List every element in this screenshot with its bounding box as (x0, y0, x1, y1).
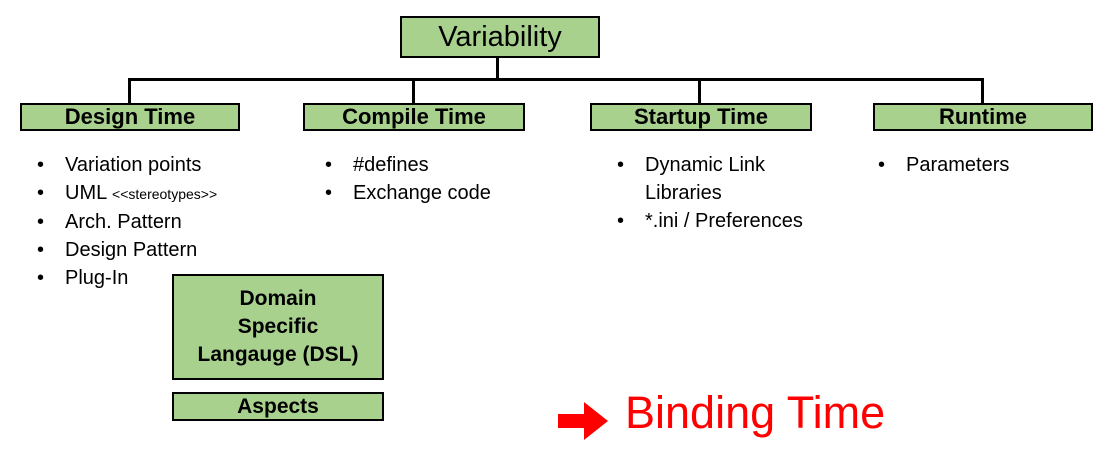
binding-time-label: Binding Time (625, 387, 886, 438)
list-item: • Parameters (871, 151, 1009, 179)
list-item-label: Exchange code (353, 182, 491, 204)
bullet-icon: • (37, 267, 45, 289)
bullet-icon: • (617, 210, 625, 232)
list-item-label: Variation points (65, 154, 202, 176)
list-item: • Exchange code (318, 179, 491, 207)
compile-time-list: • #defines • Exchange code (318, 151, 491, 207)
dsl-box: Domain Specific Langauge (DSL) (172, 274, 384, 380)
bullet-icon: • (325, 182, 333, 204)
runtime-list: • Parameters (871, 151, 1009, 179)
bullet-icon: • (37, 239, 45, 261)
compile-time-header-box: Compile Time (303, 103, 525, 131)
list-item: • *.ini / Preferences (610, 207, 835, 235)
bullet-icon: • (37, 154, 45, 176)
startup-time-list: • Dynamic Link Libraries • *.ini / Prefe… (610, 151, 835, 235)
list-item: • UML <<stereotypes>> (30, 179, 217, 208)
list-item-label: Arch. Pattern (65, 211, 182, 233)
right-arrow-icon (558, 402, 608, 440)
list-item-label: Design Pattern (65, 239, 198, 261)
list-item-label: UML (65, 182, 107, 204)
aspects-box: Aspects (172, 392, 384, 421)
connector-drop-compile (412, 78, 415, 105)
bullet-icon: • (878, 154, 886, 176)
connector-drop-startup (698, 78, 701, 105)
list-item: • Dynamic Link Libraries (610, 151, 835, 207)
uml-stereotypes-suffix: <<stereotypes>> (112, 186, 218, 202)
design-time-header-box: Design Time (20, 103, 240, 131)
bullet-icon: • (37, 182, 45, 204)
connector-drop-design (128, 78, 131, 105)
list-item-label: Plug-In (65, 267, 129, 289)
list-item: • Design Pattern (30, 236, 217, 264)
bullet-icon: • (617, 154, 625, 176)
list-item: • Variation points (30, 151, 217, 179)
bullet-icon: • (325, 154, 333, 176)
list-item-label: #defines (353, 154, 429, 176)
startup-time-header-box: Startup Time (590, 103, 812, 131)
variability-root-box: Variability (400, 16, 600, 58)
list-item: • Arch. Pattern (30, 208, 217, 236)
connector-horizontal-bar (128, 78, 984, 81)
list-item: • Plug-In (30, 264, 217, 292)
design-time-list: • Variation points • UML <<stereotypes>>… (30, 151, 217, 292)
list-item: • #defines (318, 151, 491, 179)
connector-drop-runtime (981, 78, 984, 105)
runtime-header-box: Runtime (873, 103, 1093, 131)
list-item-label: Parameters (906, 154, 1010, 176)
list-item-label: *.ini / Preferences (645, 210, 803, 232)
bullet-icon: • (37, 211, 45, 233)
list-item-label: Dynamic Link Libraries (645, 154, 766, 204)
connector-root-stem (496, 57, 499, 79)
